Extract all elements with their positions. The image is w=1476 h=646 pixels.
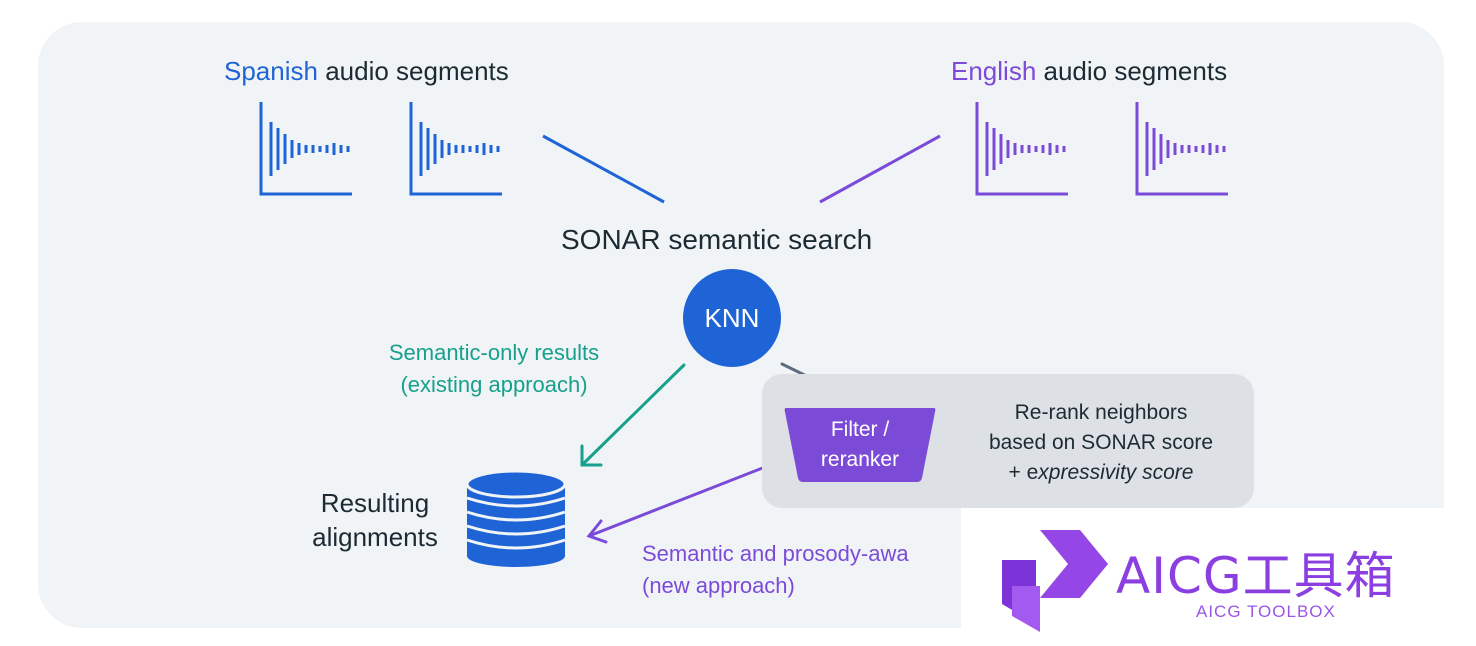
- watermark-subtitle: AICG TOOLBOX: [1196, 602, 1336, 621]
- rerank-line1: Re-rank neighbors: [1014, 401, 1188, 424]
- filter-line2: reranker: [820, 448, 900, 471]
- knn-label: KNN: [704, 303, 760, 333]
- spanish-header-accent: Spanish: [224, 56, 318, 86]
- database-icon: [465, 469, 567, 567]
- knn-node: [683, 269, 781, 367]
- spanish-header: Spanish audio segments: [224, 56, 509, 87]
- filter-line1: Filter /: [830, 418, 890, 441]
- rerank-description: Re-rank neighbors based on SONAR score +…: [964, 398, 1238, 488]
- prosody-line1: Semantic and prosody-awa: [642, 541, 909, 566]
- prosody-aware-label: Semantic and prosody-awa (new approach): [642, 538, 909, 602]
- english-waveform-icon-1: [975, 102, 1068, 196]
- spanish-waveform-icon-2: [409, 102, 502, 196]
- semantic-only-line2: (existing approach): [400, 372, 588, 397]
- spanish-waveform-icon-1: [259, 102, 352, 196]
- rerank-line2: based on SONAR score: [988, 431, 1214, 454]
- prosody-line2: (new approach): [642, 573, 795, 598]
- sonar-title: SONAR semantic search: [561, 224, 873, 255]
- prosody-aware-arrow: [586, 456, 790, 544]
- spanish-header-rest: audio segments: [317, 56, 509, 86]
- results-line1: Resulting: [320, 488, 430, 518]
- english-header-rest: audio segments: [1036, 56, 1228, 86]
- english-connector-line: [819, 134, 941, 204]
- english-header-accent: English: [951, 56, 1037, 86]
- semantic-only-arrow: [580, 363, 686, 467]
- english-waveform-icon-2: [1135, 102, 1228, 196]
- spanish-connector-line: [542, 134, 665, 204]
- resulting-alignments-label: Resulting alignments: [290, 486, 460, 554]
- rerank-line3-italic: xpressivity score: [1038, 461, 1194, 484]
- semantic-only-line1: Semantic-only results: [388, 340, 600, 365]
- watermark-title: AICG工具箱: [1116, 547, 1396, 605]
- rerank-line3-prefix: + e: [1008, 461, 1039, 484]
- rerank-line3: + expressivity score: [964, 458, 1238, 488]
- results-line2: alignments: [312, 522, 438, 552]
- filter-label: Filter / reranker: [790, 415, 930, 475]
- english-header: English audio segments: [951, 56, 1227, 87]
- semantic-only-label: Semantic-only results (existing approach…: [362, 337, 626, 401]
